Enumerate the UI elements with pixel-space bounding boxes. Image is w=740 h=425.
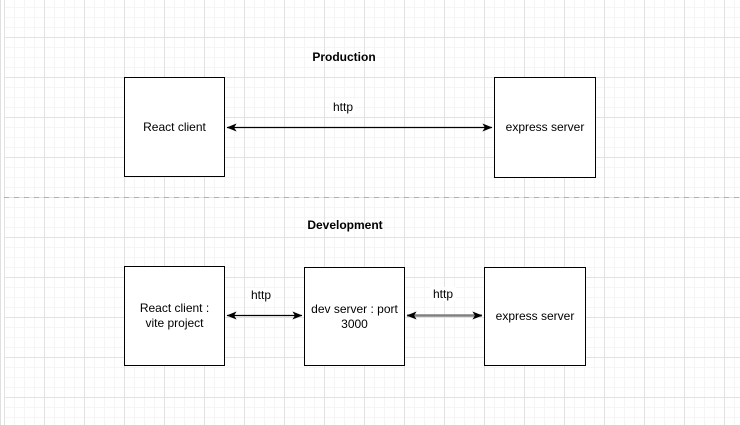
node-label: React client : vite project	[139, 301, 210, 330]
section-title-production[interactable]: Production	[312, 50, 376, 64]
canvas-left-margin	[0, 0, 4, 425]
edge-label-http-production[interactable]: http	[329, 100, 357, 114]
node-react-client-production[interactable]: React client	[124, 77, 225, 177]
section-title-development[interactable]: Development	[307, 218, 383, 232]
node-label: React client	[143, 119, 206, 134]
edge-label-http-dev-right[interactable]: http	[429, 287, 457, 301]
node-label: dev server : port 3000	[311, 301, 398, 331]
node-express-server-development[interactable]: express server	[484, 267, 586, 366]
node-label: express server	[505, 120, 585, 134]
node-react-client-vite-development[interactable]: React client : vite project	[124, 266, 225, 366]
node-dev-server-development[interactable]: dev server : port 3000	[304, 267, 405, 366]
edge-label-http-dev-left[interactable]: http	[247, 288, 275, 302]
node-express-server-production[interactable]: express server	[494, 77, 596, 178]
node-label: express server	[495, 309, 575, 323]
page-divider	[4, 197, 740, 198]
